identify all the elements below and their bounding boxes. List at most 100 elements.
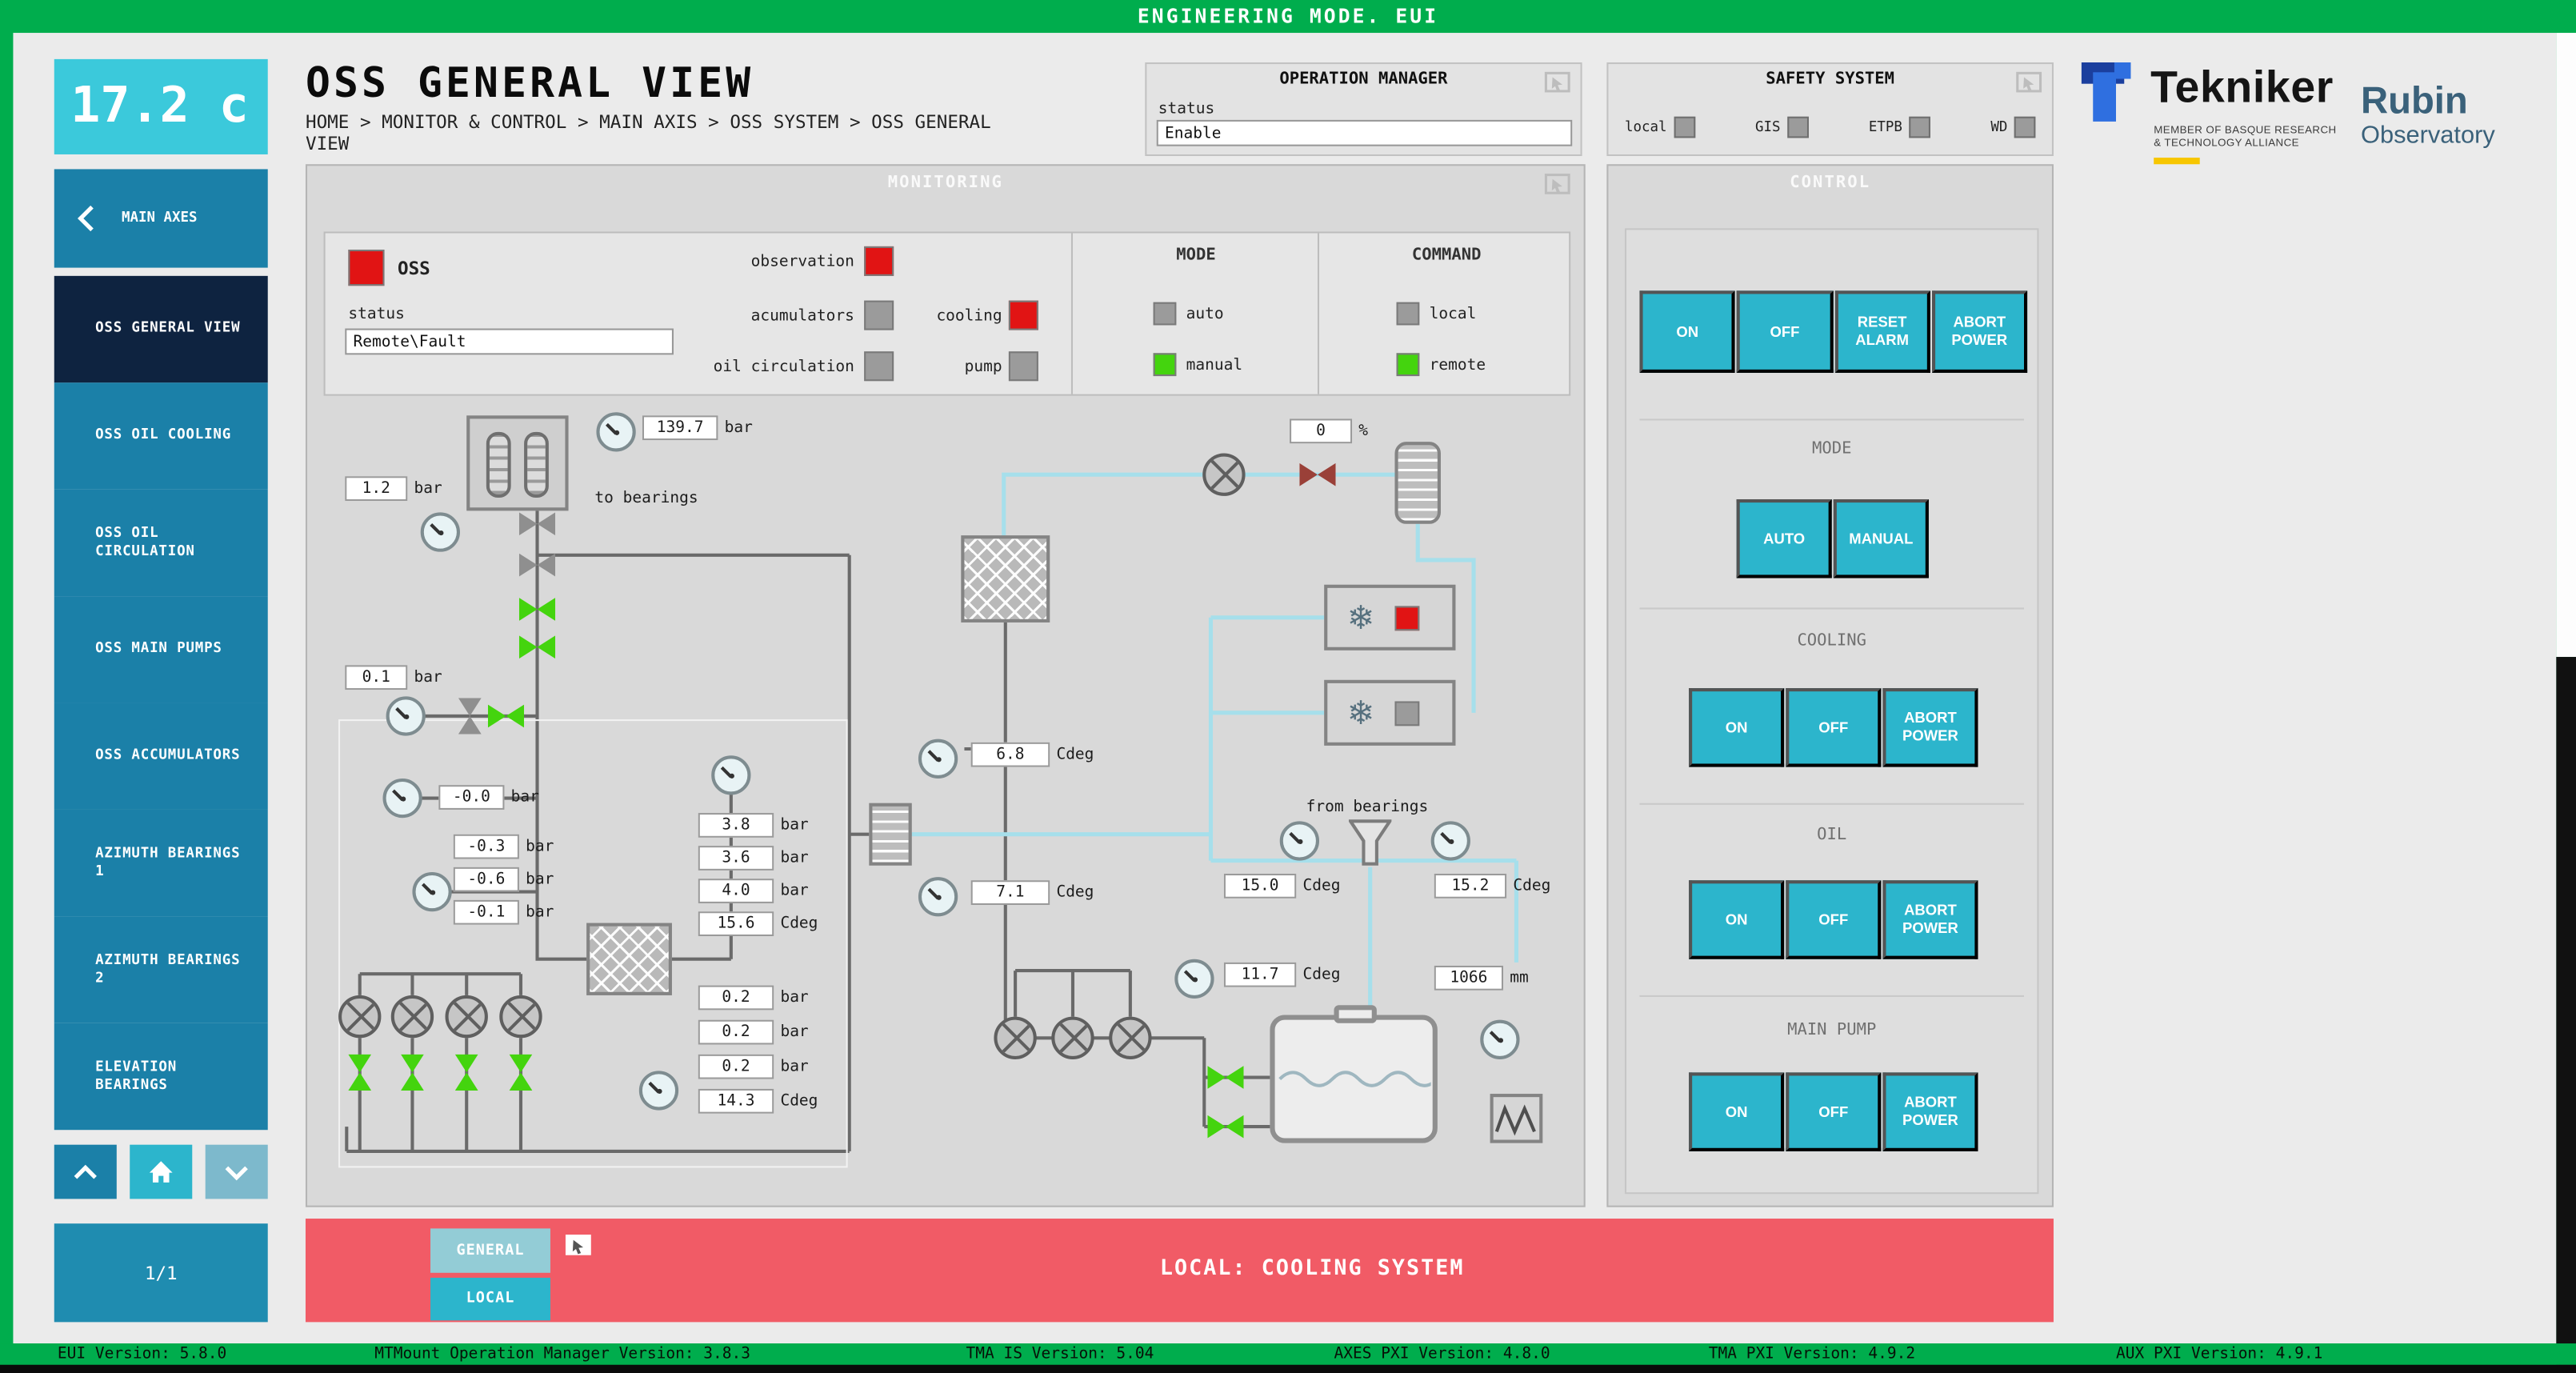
command-local-led — [1396, 302, 1420, 326]
main-pump-off-button[interactable]: OFF — [1786, 1072, 1882, 1151]
rubin-wordmark: Rubin — [2360, 78, 2468, 122]
oil-abort-power-button[interactable]: ABORT POWER — [1882, 880, 1978, 959]
popout-icon[interactable] — [1544, 173, 1570, 196]
cooling-on-button[interactable]: ON — [1689, 688, 1785, 767]
mode-auto-button[interactable]: AUTO — [1736, 498, 1832, 578]
cooling-led — [1008, 300, 1038, 330]
safety-indicators: local GIS ETPB WD — [1624, 116, 2036, 138]
nav-home-button[interactable] — [130, 1144, 193, 1199]
right-edge-scrollbar-dark — [2556, 657, 2576, 1365]
acumulators-led — [864, 300, 894, 330]
pressure-gauge — [382, 778, 422, 819]
valve-icon — [458, 698, 482, 735]
reading-oss-pressure: 139.7 bar — [642, 415, 753, 441]
control-on-button[interactable]: ON — [1639, 290, 1736, 373]
tekniker-subtitle: MEMBER OF BASQUE RESEARCH & TECHNOLOGY A… — [2154, 124, 2337, 150]
status-bar-item: MTMount Operation Manager Version: 3.8.3 — [374, 1345, 751, 1363]
auto-label: auto — [1186, 305, 1224, 324]
popout-icon[interactable] — [2016, 70, 2042, 94]
pressure-gauge — [412, 871, 452, 912]
reading-filter-pressure-1: 0.2 bar — [698, 985, 809, 1011]
cooling-label: cooling — [936, 306, 1002, 326]
popout-icon[interactable] — [565, 1234, 593, 1259]
alarm-tab-general[interactable]: GENERAL — [430, 1228, 550, 1273]
sidebar-item-oss-accumulators[interactable]: OSS ACCUMULATORS — [54, 703, 268, 810]
command-remote-led — [1396, 353, 1420, 377]
safety-system-panel: SAFETY SYSTEM local GIS ETPB WD — [1606, 62, 2054, 156]
snowflake-icon: ❄ — [1346, 598, 1375, 638]
cooling-section-label: COOLING — [1797, 632, 1867, 650]
sidebar-item-oss-oil-cooling[interactable]: OSS OIL COOLING — [54, 382, 268, 490]
cooling-off-button[interactable]: OFF — [1786, 688, 1882, 767]
valve-open-icon — [509, 1054, 533, 1091]
om-status-field[interactable] — [1156, 119, 1573, 146]
cooling-abort-power-button[interactable]: ABORT POWER — [1882, 688, 1978, 767]
reading-cooling-return-temp: 7.1 Cdeg — [970, 880, 1094, 905]
reset-alarm-button[interactable]: RESET ALARM — [1834, 290, 1930, 373]
temperature-gauge — [1174, 959, 1214, 999]
safety-system-title: SAFETY SYSTEM — [1766, 70, 1895, 89]
abort-power-button[interactable]: ABORT POWER — [1931, 290, 2028, 373]
control-inner: ON OFF RESET ALARM ABORT POWER MODE AUTO… — [1624, 228, 2039, 1195]
status-bar-item: AXES PXI Version: 4.8.0 — [1334, 1345, 1550, 1363]
valve-icon — [518, 553, 556, 577]
sidebar-item-oss-oil-circulation[interactable]: OSS OIL CIRCULATION — [54, 489, 268, 597]
chiller-1-led — [1394, 605, 1419, 630]
mode-manual-button[interactable]: MANUAL — [1833, 498, 1929, 578]
oss-status-field[interactable] — [345, 328, 674, 355]
oil-tank-cap — [1334, 1005, 1377, 1023]
temperature-display: 17.2 c — [54, 58, 268, 154]
ss-local-label: local — [1624, 118, 1667, 136]
reading-bearing-pressure-4: -0.1 bar — [453, 899, 554, 925]
status-bar-item: EUI Version: 5.8.0 — [57, 1345, 227, 1363]
alarm-tab-local[interactable]: LOCAL — [430, 1277, 550, 1321]
reading-tank-level: 1066 mm — [1434, 965, 1529, 991]
reading-bearing-pressure-2: -0.3 bar — [453, 834, 554, 859]
tekniker-wordmark: Tekniker — [2150, 62, 2334, 112]
sidebar-back-main-axes[interactable]: MAIN AXES — [54, 169, 268, 268]
mode-auto-led — [1153, 302, 1177, 326]
rubin-observatory-logo: Rubin Observatory — [2361, 79, 2495, 151]
temperature-gauge — [918, 739, 958, 779]
sidebar-item-elevation-bearings[interactable]: ELEVATION BEARINGS — [54, 1023, 268, 1131]
chevron-up-icon — [74, 1163, 97, 1179]
temperature-gauge — [638, 1071, 679, 1111]
reading-pump-pressure-3: 4.0 bar — [698, 879, 809, 903]
nav-up-button[interactable] — [54, 1144, 117, 1199]
sidebar-item-oss-main-pumps[interactable]: OSS MAIN PUMPS — [54, 596, 268, 703]
oil-pump — [445, 995, 488, 1039]
heat-exchanger — [586, 923, 672, 995]
main-pump-on-button[interactable]: ON — [1689, 1072, 1785, 1151]
accumulator-block — [466, 415, 569, 511]
valve-open-icon — [348, 1054, 372, 1091]
status-label: status — [348, 305, 405, 324]
sidebar-item-oss-general-view[interactable]: OSS GENERAL VIEW — [54, 275, 268, 383]
oil-off-button[interactable]: OFF — [1786, 880, 1882, 959]
observation-label: observation — [750, 253, 854, 271]
heat-exchanger — [961, 535, 1050, 622]
breadcrumb: HOME > MONITOR & CONTROL > MAIN AXIS > O… — [305, 111, 991, 154]
oil-pump — [499, 995, 542, 1039]
oil-circulation-label: oil circulation — [713, 358, 854, 377]
engineering-mode-banner: ENGINEERING MODE. EUI — [1137, 5, 1439, 28]
oil-on-button[interactable]: ON — [1689, 880, 1785, 959]
tekniker-yellow-bar — [2154, 158, 2200, 165]
heater-element-icon — [1494, 1103, 1536, 1136]
bottom-black-strip — [0, 1364, 2576, 1373]
main-pump-abort-power-button[interactable]: ABORT POWER — [1882, 1072, 1978, 1151]
right-edge-scrollbar[interactable] — [2556, 33, 2576, 658]
sidebar-item-azimuth-bearings-2[interactable]: AZIMUTH BEARINGS 2 — [54, 916, 268, 1023]
monitoring-panel: MONITORING OSS status observation acumul… — [305, 164, 1586, 1207]
nav-down-button[interactable] — [205, 1144, 268, 1199]
oil-circulation-led — [864, 351, 894, 382]
popout-icon[interactable] — [1544, 70, 1570, 94]
control-off-button[interactable]: OFF — [1737, 290, 1833, 373]
pressure-gauge — [420, 512, 460, 552]
chiller-2-led — [1394, 700, 1419, 726]
valve-open-icon — [401, 1054, 424, 1091]
mixing-valve-icon — [1299, 462, 1336, 486]
sidebar-item-azimuth-bearings-1[interactable]: AZIMUTH BEARINGS 1 — [54, 809, 268, 917]
oil-tank — [1270, 1005, 1438, 1143]
valve-open-icon — [518, 635, 556, 659]
manual-label: manual — [1186, 356, 1243, 374]
